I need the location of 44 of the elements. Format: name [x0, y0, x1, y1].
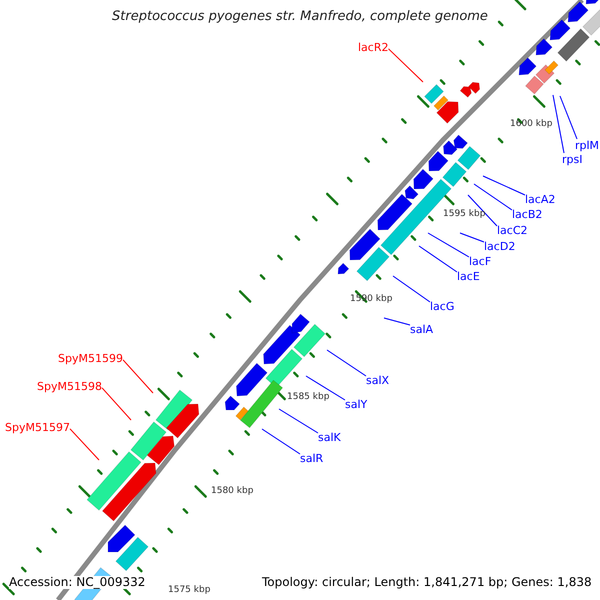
scale-label: 1595 kbp — [443, 208, 486, 221]
gene-label: lacB2 — [512, 208, 542, 221]
leader-line — [392, 276, 430, 302]
leader-line — [278, 408, 318, 434]
gene-label: salA — [410, 323, 434, 336]
leader-line — [418, 246, 458, 272]
leader-line — [468, 194, 498, 226]
gene-label: SpyM51598 — [37, 380, 102, 393]
leader-line — [552, 94, 564, 154]
gene-label: rplM — [575, 139, 600, 152]
info-text: Accession: NC_009332 — [9, 576, 146, 589]
leader-line — [70, 428, 100, 460]
leader-line — [560, 96, 578, 140]
leader-line — [384, 318, 410, 326]
leader-line — [428, 232, 470, 258]
scale-label: 1585 kbp — [287, 391, 330, 404]
gene-label: lacE — [457, 270, 480, 283]
info-text: Topology: circular; Length: 1,841,271 bp; Genes: 1,838 — [262, 576, 592, 589]
leader-line — [306, 376, 346, 400]
leader-line — [102, 387, 132, 420]
gene-label: salK — [318, 431, 341, 444]
gene-label: lacG — [430, 300, 454, 313]
leader-line — [388, 48, 424, 82]
gene-label: lacA2 — [525, 193, 556, 206]
gene-label: rpsI — [562, 153, 582, 166]
gene-label: SpyM51597 — [5, 421, 70, 434]
gene-label: lacD2 — [484, 240, 516, 253]
leader-line — [460, 232, 484, 242]
gene-label: salX — [366, 374, 390, 387]
leader-line — [122, 359, 154, 394]
scale-label: 1580 kbp — [211, 485, 254, 498]
leader-line — [326, 350, 366, 376]
leader-line — [482, 176, 526, 196]
gene-label: salR — [300, 452, 324, 465]
scale-label: 1575 kbp — [168, 584, 210, 597]
gene-label: lacR2 — [358, 41, 388, 54]
leader-line — [262, 428, 300, 454]
gene-label: salY — [345, 398, 368, 411]
leader-line — [474, 184, 512, 210]
gene-label: lacC2 — [497, 224, 528, 237]
title: Streptococcus pyogenes str. Manfredo, complete genome — [111, 10, 489, 23]
gene-label: SpyM51599 — [58, 352, 123, 365]
scale-label: 1600 kbp — [510, 118, 552, 131]
gene-label: lacF — [469, 255, 492, 268]
